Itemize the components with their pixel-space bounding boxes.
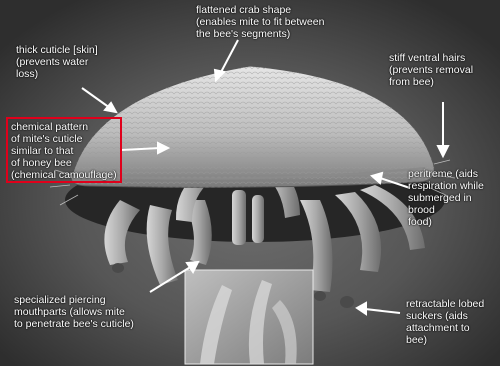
label-peritreme: peritreme (aids respiration while submer…	[408, 168, 500, 228]
chemical-camouflage-highlight-box: chemical pattern of mite's cuticle simil…	[6, 117, 122, 183]
mouthparts-inset	[185, 270, 313, 364]
label-chemical-pattern: chemical pattern of mite's cuticle simil…	[8, 119, 120, 181]
label-lobed-suckers: retractable lobed suckers (aids attachme…	[406, 298, 484, 346]
label-piercing-mouthparts: specialized piercing mouthparts (allows …	[14, 294, 134, 330]
label-thick-cuticle: thick cuticle [skin] (prevents water los…	[16, 44, 98, 80]
label-flattened-crab-shape: flattened crab shape (enables mite to fi…	[196, 4, 324, 40]
label-stiff-ventral-hairs: stiff ventral hairs (prevents removal fr…	[389, 52, 473, 88]
